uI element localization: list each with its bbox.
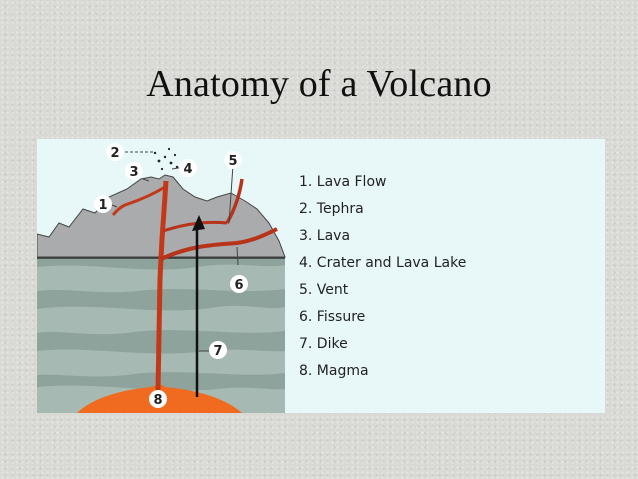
central-conduit xyxy=(155,180,169,392)
legend-item-dike: 7. Dike xyxy=(299,336,348,352)
callout-5: 5 xyxy=(224,151,242,169)
volcano-cross-section: 1 2 3 4 5 6 7 8 xyxy=(37,143,286,413)
legend-item-crater: 4. Crater and Lava Lake xyxy=(299,255,467,271)
callout-number: 2 xyxy=(110,146,119,161)
legend-item-lava-flow: 1. Lava Flow xyxy=(299,174,387,190)
callout-number: 1 xyxy=(98,198,107,213)
volcano-figure: 1 2 3 4 5 6 7 8 1. Lava xyxy=(37,139,605,413)
callout-number: 6 xyxy=(234,278,243,293)
callout-number: 7 xyxy=(213,344,222,359)
callout-number: 8 xyxy=(153,393,162,408)
legend-item-magma: 8. Magma xyxy=(299,363,369,379)
callout-number: 3 xyxy=(129,165,138,180)
callout-6: 6 xyxy=(230,275,248,293)
legend-item-tephra: 2. Tephra xyxy=(299,201,364,217)
legend-item-fissure: 6. Fissure xyxy=(299,309,366,325)
legend-item-lava: 3. Lava xyxy=(299,228,351,244)
callout-2: 2 xyxy=(106,143,124,161)
fissure-channel xyxy=(160,227,278,261)
callout-1: 1 xyxy=(94,195,112,213)
lava-flow-stream xyxy=(111,185,166,217)
callout-3: 3 xyxy=(125,162,143,180)
callout-number: 5 xyxy=(228,154,237,169)
tephra-particles xyxy=(153,147,179,171)
legend-list: 1. Lava Flow 2. Tephra 3. Lava 4. Crater… xyxy=(299,169,466,385)
slide-title: Anatomy of a Volcano xyxy=(146,63,492,105)
dike-arrowhead xyxy=(192,215,205,231)
legend-item-vent: 5. Vent xyxy=(299,282,349,298)
callout-number: 4 xyxy=(183,162,192,177)
callout-8: 8 xyxy=(149,390,167,408)
volcano-cone xyxy=(37,174,286,258)
callout-7: 7 xyxy=(209,341,227,359)
callout-4: 4 xyxy=(179,159,197,177)
